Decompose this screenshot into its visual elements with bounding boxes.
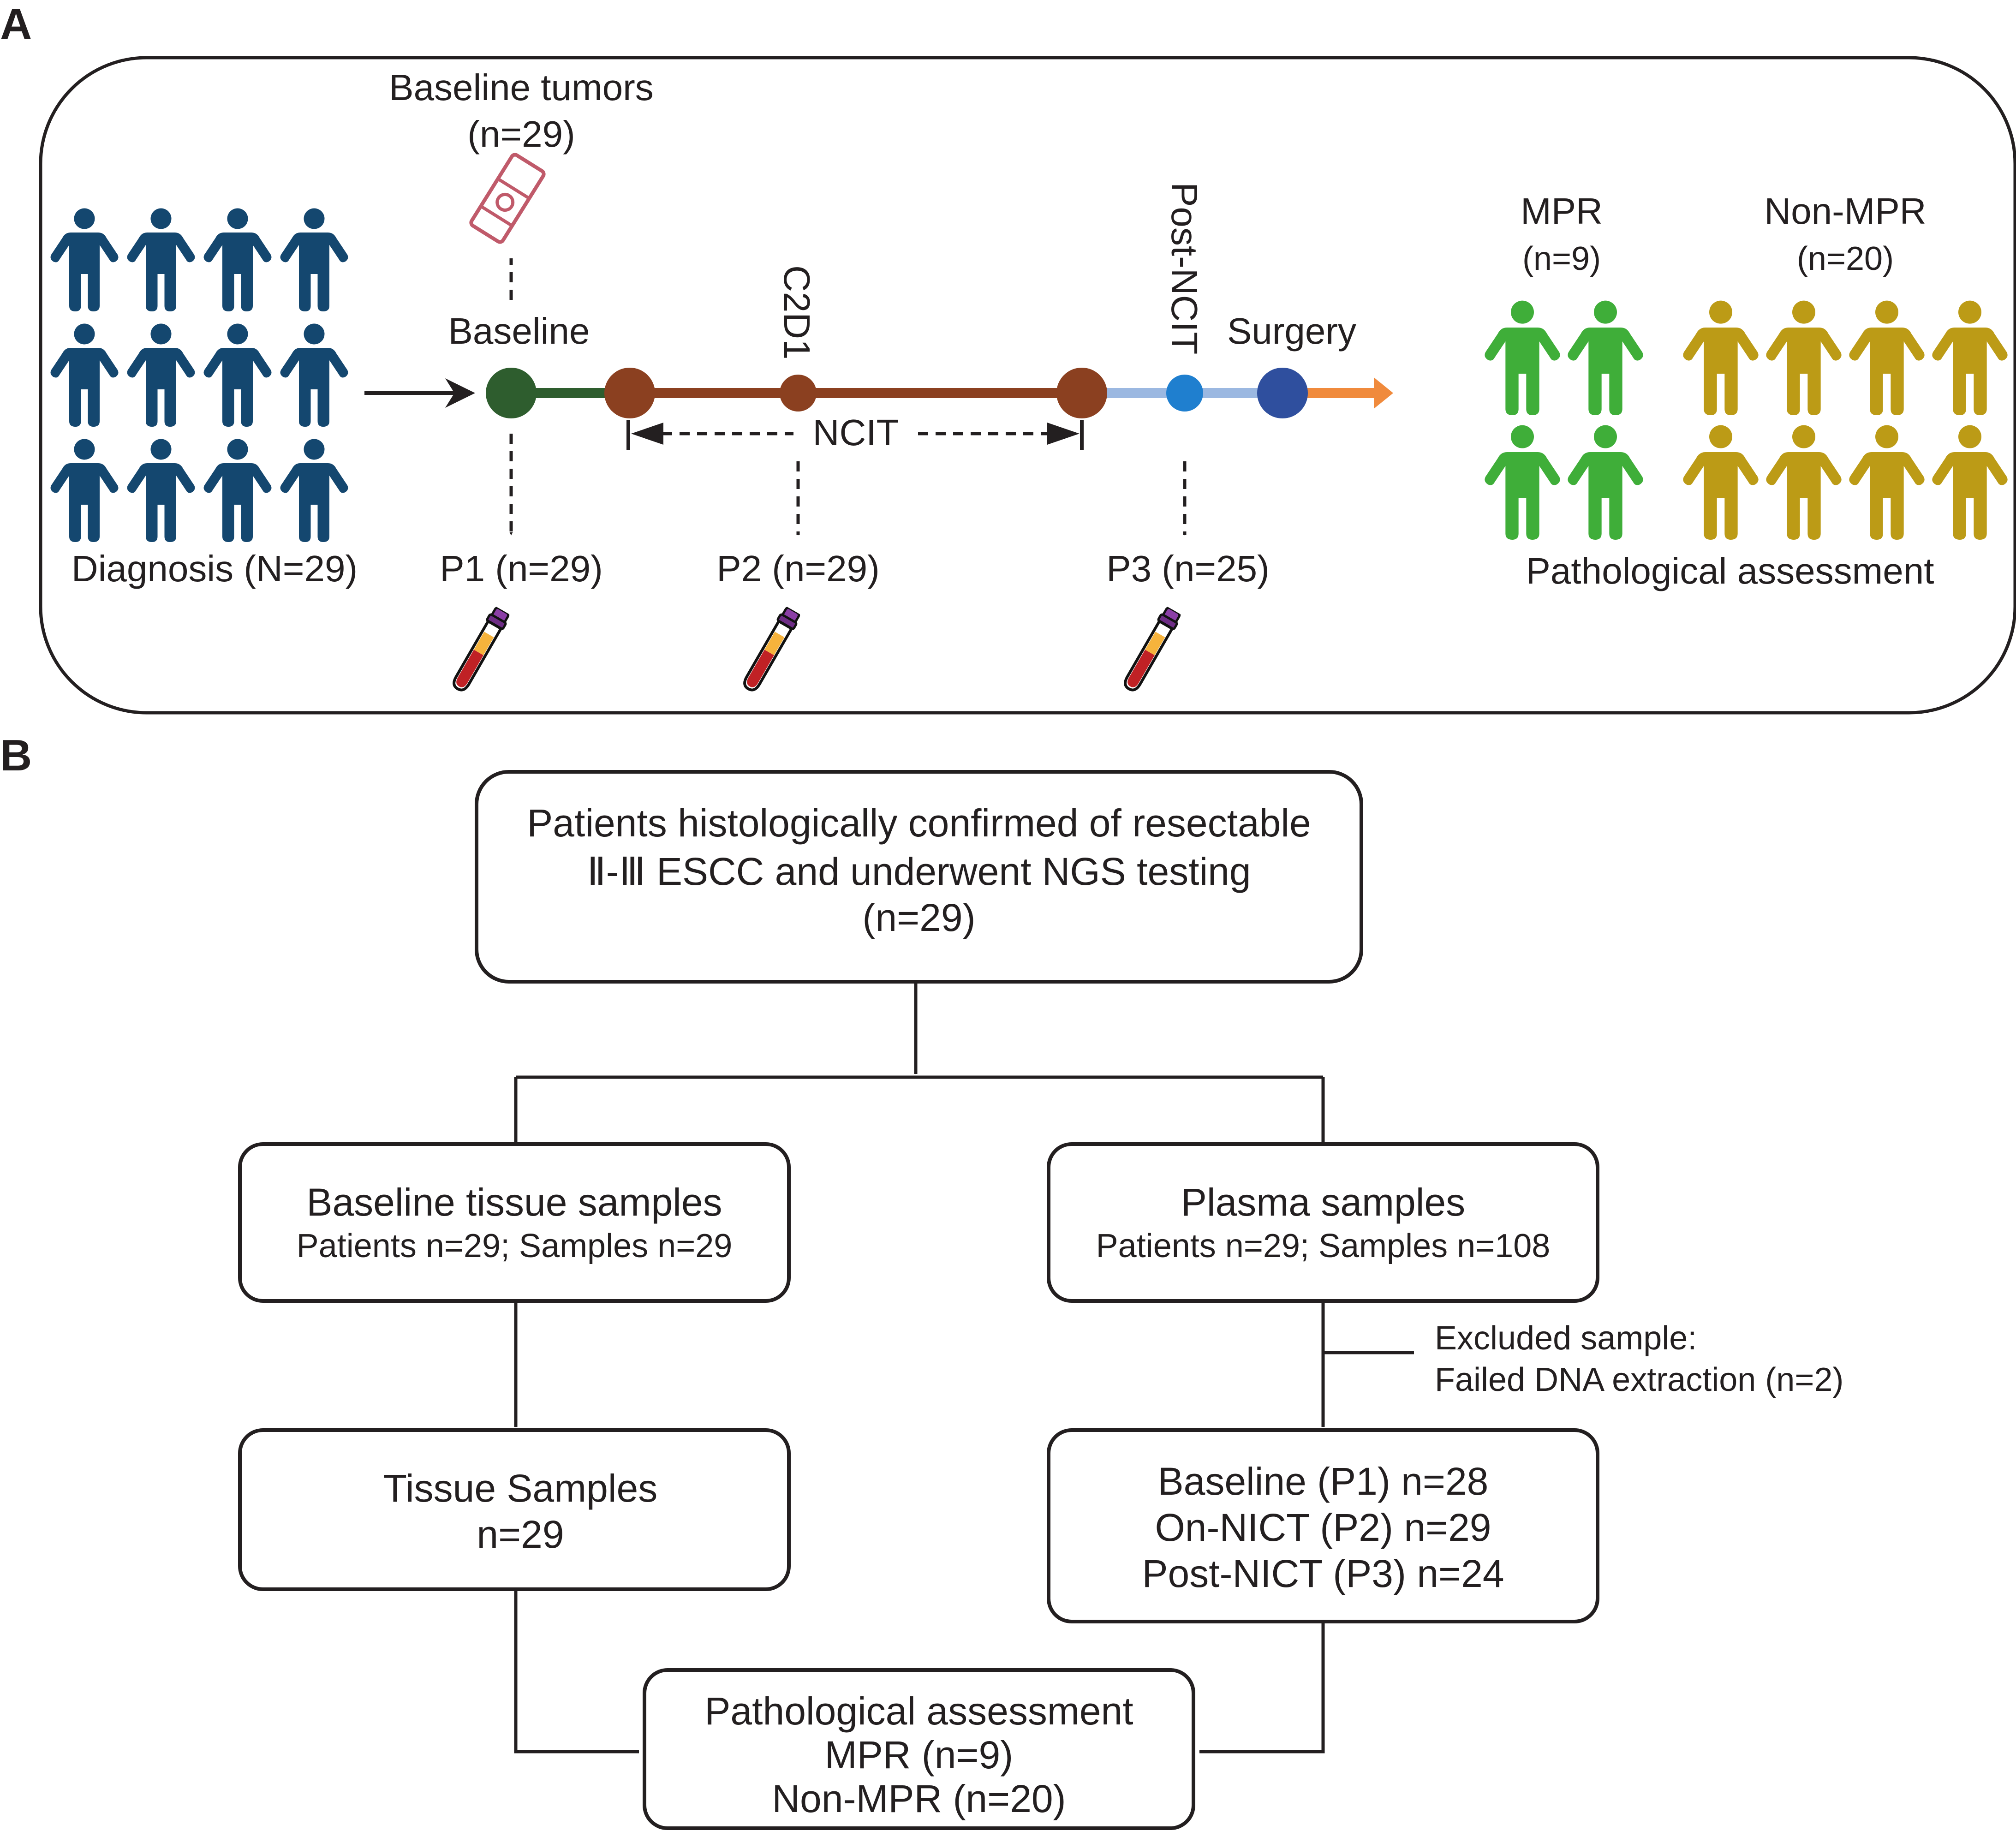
top-box <box>475 770 1363 984</box>
post-ncit-node <box>1166 375 1203 412</box>
panel-a-pathological-assessment: Pathological assessment <box>1526 550 1934 591</box>
timeline-baseline-label: Baseline <box>448 310 590 352</box>
timeline-surgery-label: Surgery <box>1227 310 1356 352</box>
baseline-tumors-title: Baseline tumors <box>389 67 654 108</box>
plasma-box-line2: Patients n=29; Samples n=108 <box>1096 1228 1551 1264</box>
non-mpr-title: Non-MPR <box>1764 191 1926 232</box>
plasma-detail-line2: On-NICT (P2) n=29 <box>1155 1506 1491 1549</box>
final-box-line2: MPR (n=9) <box>825 1733 1013 1777</box>
excluded-line2: Failed DNA extraction (n=2) <box>1435 1361 1843 1398</box>
p3-label: P3 (n=25) <box>1106 548 1270 589</box>
tissue-samples-line1: Tissue Samples <box>383 1467 657 1510</box>
diagnosis-arrow-head <box>445 378 475 408</box>
plasma-to-final-arrow <box>1199 1622 1325 1753</box>
surgery-node <box>1257 368 1308 418</box>
timeline-arrow-head <box>1374 377 1393 409</box>
panel-b-letter: B <box>0 731 32 780</box>
plasma-detail-line1: Baseline (P1) n=28 <box>1158 1460 1489 1503</box>
excluded-line1: Excluded sample: <box>1435 1320 1697 1357</box>
ncit-left-arrowhead <box>631 423 663 445</box>
baseline-tumors-count: (n=29) <box>467 113 575 155</box>
final-box-line1: Pathological assessment <box>704 1689 1133 1733</box>
final-box-line3: Non-MPR (n=20) <box>772 1777 1066 1820</box>
ncit-end-node <box>1056 368 1107 418</box>
panel-a-letter: A <box>0 0 32 49</box>
mpr-title: MPR <box>1521 191 1603 232</box>
tissue-to-final-arrow <box>514 1589 639 1753</box>
c2d1-node <box>780 375 817 412</box>
timeline-c2d1-label: C2D1 <box>776 265 817 360</box>
final-box <box>643 1668 1195 1830</box>
mpr-count: (n=9) <box>1522 240 1601 277</box>
ncit-start-node <box>604 368 655 418</box>
timeline-post-ncit-label: Post-NCIT <box>1164 182 1205 354</box>
top-box-line1: Patients histologically confirmed of res… <box>527 801 1311 845</box>
ncit-label: NCIT <box>813 412 899 453</box>
tissue-box-line1: Baseline tissue samples <box>306 1181 722 1224</box>
plasma-detail-line3: Post-NICT (P3) n=24 <box>1142 1552 1504 1595</box>
p1-label: P1 (n=29) <box>440 548 603 589</box>
ncit-right-arrowhead <box>1047 423 1080 445</box>
tissue-samples-line2: n=29 <box>477 1513 564 1556</box>
diagnosis-label: Diagnosis (N=29) <box>72 548 358 589</box>
tumor-slide-icon <box>469 153 546 244</box>
panel-a-frame <box>39 56 2016 715</box>
top-box-line3: (n=29) <box>862 896 975 939</box>
p2-label: P2 (n=29) <box>716 548 880 589</box>
tissue-box-line2: Patients n=29; Samples n=29 <box>297 1228 733 1264</box>
top-box-line2: Ⅱ-Ⅲ ESCC and underwent NGS testing <box>587 850 1251 893</box>
non-mpr-count: (n=20) <box>1797 240 1894 277</box>
baseline-node <box>486 368 537 418</box>
plasma-box-line1: Plasma samples <box>1181 1181 1465 1224</box>
